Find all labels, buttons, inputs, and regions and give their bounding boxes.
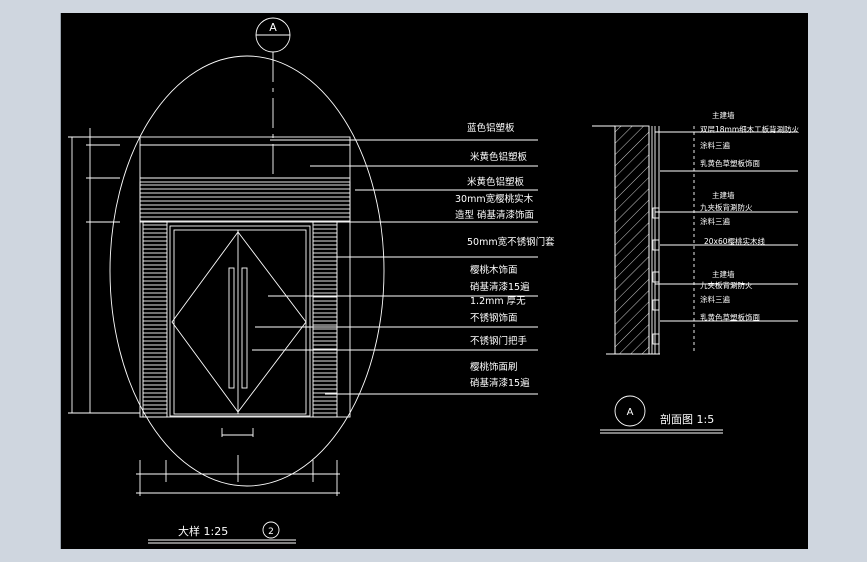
- sec-label-finish-1: 乳黄色草塑板饰面: [700, 158, 760, 168]
- section-view: [592, 125, 798, 434]
- elevation-title-number: 2: [268, 527, 274, 537]
- sec-label-paint-2: 涂料三遍: [700, 216, 730, 226]
- section-title-marker: A: [627, 407, 634, 418]
- sec-label-wall-3: 主建墙: [712, 269, 735, 279]
- sec-label-cherry-line: 20x60樱桃实木线: [704, 236, 766, 246]
- elevation-leaders: [252, 139, 538, 395]
- section-labels: 主建墙 双层18mm细木工板背涮防火 涂料三遍 乳黄色草塑板饰面 主建墙 九夹板…: [700, 110, 800, 322]
- sec-label-paint-3: 涂料三遍: [700, 294, 730, 304]
- sec-label-wall-1: 主建墙: [712, 110, 735, 120]
- detail-ellipse: [109, 55, 385, 487]
- label-lacquer-15-b: 硝基清漆15遍: [470, 377, 530, 389]
- label-steel-door-frame: 50mm宽不锈钢门套: [467, 236, 555, 248]
- label-beige-alu-panel-2: 米黄色铝塑板: [467, 176, 525, 188]
- sec-label-plywood-3: 九夹板背涮防火: [700, 280, 753, 290]
- elevation-labels: 蓝色铝塑板 米黄色铝塑板 米黄色铝塑板 30mm宽樱桃实木 造型 硝基清漆饰面 …: [455, 122, 555, 389]
- label-cherry-brush: 樱桃饰面刷: [470, 361, 518, 373]
- sec-label-finish-3: 乳黄色草塑板饰面: [700, 312, 760, 322]
- label-cherry-wood: 30mm宽樱桃实木: [455, 193, 534, 205]
- label-blue-alu-panel: 蓝色铝塑板: [467, 122, 515, 134]
- sec-label-wall-2: 主建墙: [712, 190, 735, 200]
- section-marker: A: [255, 17, 291, 175]
- label-steel-finish: 不锈钢饰面: [470, 312, 518, 324]
- section-title: 剖面图 1:5: [660, 412, 714, 426]
- label-lacquer-finish: 造型 硝基清漆饰面: [455, 209, 534, 221]
- label-12mm: 1.2mm 厚无: [470, 296, 526, 307]
- label-door-handle: 不锈钢门把手: [470, 335, 528, 347]
- label-cherry-veneer: 樱桃木饰面: [470, 264, 518, 276]
- elevation-title: 大样 1:25: [178, 524, 228, 538]
- section-leaders: [655, 131, 798, 322]
- sec-label-plywood-2: 九夹板背涮防火: [700, 202, 753, 212]
- drawing-canvas: [60, 13, 808, 549]
- label-beige-alu-panel-1: 米黄色铝塑板: [470, 151, 528, 163]
- section-marker-label: A: [269, 21, 277, 34]
- sec-label-plywood-1: 双层18mm细木工板背涮防火: [700, 124, 800, 134]
- elevation-view: A: [68, 17, 538, 544]
- sec-label-paint-1: 涂料三遍: [700, 140, 730, 150]
- label-lacquer-15: 硝基清漆15遍: [470, 281, 530, 293]
